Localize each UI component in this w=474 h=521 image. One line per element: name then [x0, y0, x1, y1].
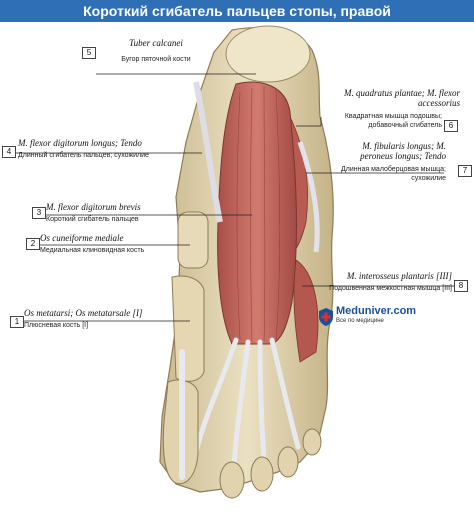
- meduniver-shield-icon: [319, 308, 333, 326]
- label-number-6: 6: [444, 120, 458, 132]
- label-1-russian: Плюсневая кость [I]: [24, 322, 89, 329]
- flexor-digitorum-longus-tendon: [193, 81, 223, 223]
- lesser-toes: [219, 428, 322, 499]
- label-6-russian: Квадратная мышца подошвы; добавочный сги…: [344, 113, 442, 129]
- label-1-latin: Os metatarsi; Os metatarsale [I]: [24, 308, 143, 318]
- digital-tendons: [193, 337, 301, 470]
- label-number-5: 5: [82, 47, 96, 59]
- foot-anatomy-illustration: [16, 25, 454, 499]
- interosseus-plantaris-muscle: [293, 259, 319, 363]
- label-4-latin: M. flexor digitorum longus; Tendo: [18, 138, 142, 148]
- label-5-latin: Tuber calcanei: [129, 38, 183, 48]
- label-7-latin: M. fibularis longus; M. peroneus longus;…: [360, 141, 446, 161]
- label-8-russian: Подошвенная межкостная мышца [III]: [329, 285, 452, 292]
- muscle-fibers: [236, 85, 281, 343]
- label-2-russian: Медиальная клиновидная кость: [40, 247, 145, 254]
- label-7-russian: Длинная малоберцовая мышца; сухожилие: [341, 166, 446, 182]
- label-2-latin: Os cuneiforme mediale: [40, 233, 124, 243]
- watermark-name: Meduniver.com: [336, 305, 417, 317]
- label-number-1: 1: [10, 316, 24, 328]
- meduniver-watermark: Meduniver.com Все по медицине: [318, 305, 438, 333]
- label-number-3: 3: [32, 207, 46, 219]
- medial-cuneiform-bone: [177, 211, 209, 269]
- watermark-tagline: Все по медицине: [336, 318, 384, 324]
- label-number-4: 4: [2, 146, 16, 158]
- label-3-russian: Короткий сгибатель пальцев: [46, 216, 139, 223]
- label-number-7: 7: [458, 165, 472, 177]
- label-5-russian: Бугор пяточной кости: [121, 56, 191, 63]
- label-8-latin: M. interosseus plantaris [III]: [346, 271, 452, 281]
- fibularis-longus-tendon: [297, 141, 320, 253]
- label-number-2: 2: [26, 238, 40, 250]
- label-3-latin: M. flexor digitorum brevis: [46, 202, 141, 212]
- label-4-russian: Длинный сгибатель пальцев; сухожилие: [18, 152, 149, 159]
- label-6-latin: M. quadratus plantae; M. flexor accessor…: [344, 88, 460, 108]
- label-number-8: 8: [454, 280, 468, 292]
- flexor-digitorum-brevis-muscle: [217, 81, 297, 345]
- leader-lines: [16, 73, 454, 322]
- page-title: Короткий сгибатель пальцев стопы, правой: [0, 0, 474, 22]
- calcaneus-tuber: [225, 25, 311, 83]
